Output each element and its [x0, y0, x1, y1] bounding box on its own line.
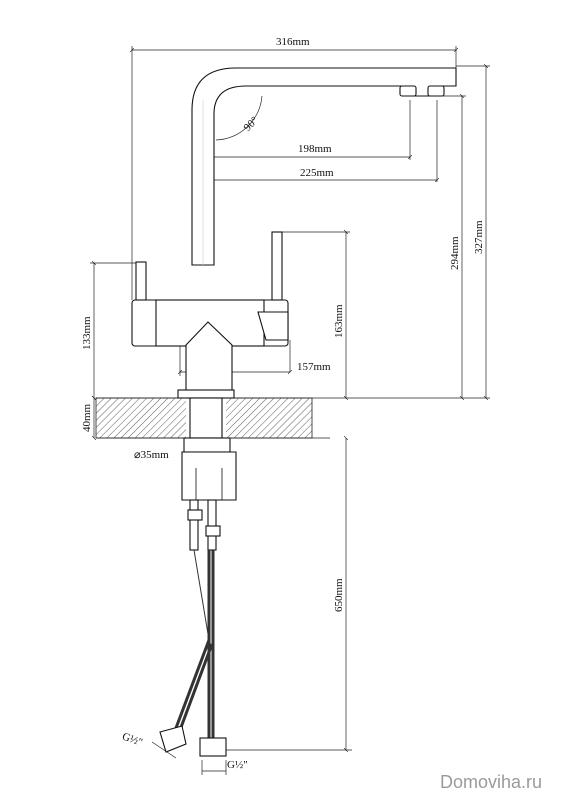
- angle-label: 90°: [242, 115, 261, 134]
- faucet-spout: [191, 67, 457, 266]
- dim-157-label: 157mm: [297, 361, 331, 373]
- thread-bottom-label: G½": [227, 759, 248, 771]
- dim-316-label: 316mm: [276, 36, 310, 48]
- extension-lines: [90, 46, 490, 751]
- dim-198-label: 198mm: [298, 143, 332, 155]
- thread-left-label: G½": [120, 731, 144, 749]
- dim-650-label: 650mm: [333, 578, 345, 612]
- dim-40-label: 40mm: [81, 403, 93, 432]
- dim-133-label: 133mm: [81, 316, 93, 350]
- dim-327-label: 327mm: [473, 220, 485, 254]
- supply-hoses: [159, 499, 227, 757]
- dim-35-label: ⌀35mm: [134, 449, 169, 461]
- faucet-shank: [181, 397, 237, 501]
- dim-163-label: 163mm: [333, 304, 345, 338]
- dim-294-label: 294mm: [449, 236, 461, 270]
- angle-arc: [215, 95, 263, 141]
- dim-225-label: 225mm: [300, 167, 334, 179]
- dimension-lines: [94, 50, 486, 775]
- watermark: Domoviha.ru: [440, 772, 542, 792]
- faucet-body: [131, 231, 289, 399]
